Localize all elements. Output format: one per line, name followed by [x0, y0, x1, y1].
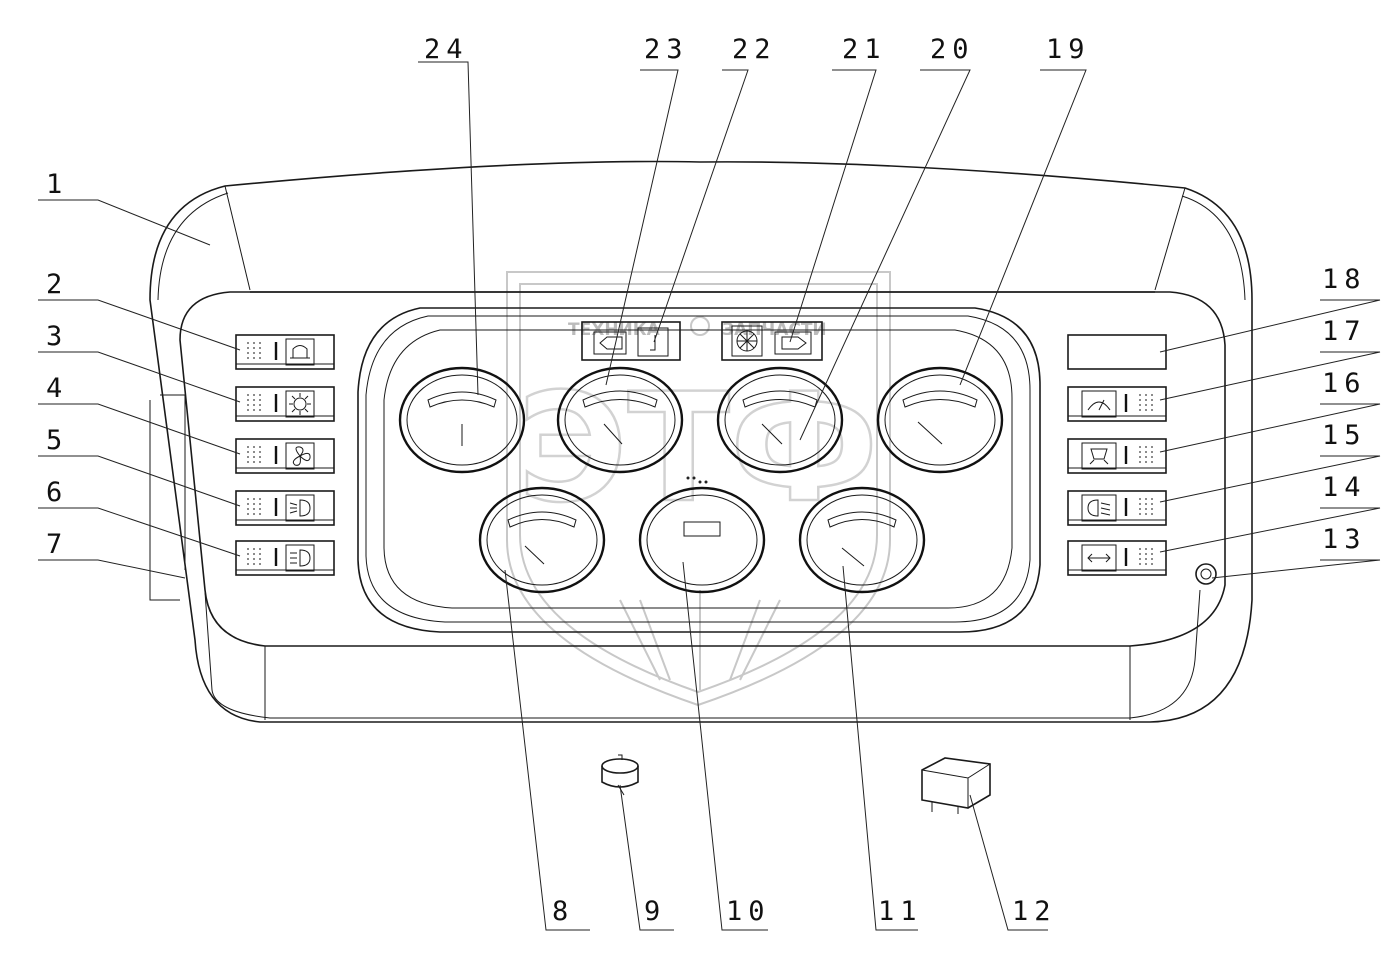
callout-7: 7 — [46, 529, 68, 560]
callout-4: 4 — [46, 373, 68, 404]
callout-11: 11 — [878, 896, 923, 927]
relay-12 — [921, 757, 991, 814]
callout-15: 15 — [1322, 420, 1367, 451]
callout-5: 5 — [46, 425, 68, 456]
callout-1: 1 — [46, 169, 68, 200]
callout-22: 22 — [732, 34, 777, 65]
callout-16: 16 — [1322, 368, 1367, 399]
cab-light-icon — [1081, 442, 1117, 470]
key-switch-13[interactable] — [1195, 563, 1217, 585]
fog-light-icon — [285, 494, 315, 522]
gauge-icon — [1081, 390, 1117, 418]
watermark-logo: ЭТФ — [517, 362, 878, 536]
callout-2: 2 — [46, 269, 68, 300]
turn-left-icon — [593, 331, 627, 355]
callout-10: 10 — [726, 896, 771, 927]
switch-18-blank[interactable] — [1067, 334, 1167, 370]
callout-labels: 1 2 3 4 5 6 7 8 9 10 11 12 13 14 15 16 1… — [46, 34, 1367, 927]
switch-17[interactable] — [1067, 386, 1167, 422]
gauge-10 — [638, 476, 766, 594]
callout-12: 12 — [1012, 896, 1057, 927]
switch-3[interactable] — [235, 386, 335, 422]
signal-icon — [637, 327, 669, 357]
callout-18: 18 — [1322, 264, 1367, 295]
gauge-24 — [398, 366, 526, 474]
callout-13: 13 — [1322, 524, 1367, 555]
panel-housing — [149, 160, 1253, 723]
switch-6[interactable] — [235, 540, 335, 576]
switch-2[interactable] — [235, 334, 335, 370]
gauge-window — [357, 307, 1041, 633]
switch-4[interactable] — [235, 438, 335, 474]
switch-14[interactable] — [1067, 540, 1167, 576]
buzzer-9 — [601, 754, 639, 796]
beacon-icon — [285, 338, 315, 366]
switch-5[interactable] — [235, 490, 335, 526]
callout-6: 6 — [46, 477, 68, 508]
callout-14: 14 — [1322, 472, 1367, 503]
gauge-8 — [478, 486, 606, 594]
callout-8: 8 — [552, 896, 574, 927]
callout-24: 24 — [424, 34, 469, 65]
callout-20: 20 — [930, 34, 975, 65]
horn-icon — [1081, 544, 1117, 572]
callout-3: 3 — [46, 321, 68, 352]
callout-19: 19 — [1046, 34, 1091, 65]
low-beam-icon — [1081, 494, 1117, 522]
grid-icon — [731, 325, 763, 357]
callout-17: 17 — [1322, 316, 1367, 347]
gauge-11 — [798, 486, 926, 594]
leader-lines — [38, 61, 1381, 931]
callout-21: 21 — [842, 34, 887, 65]
switch-15[interactable] — [1067, 490, 1167, 526]
callout-23: 23 — [644, 34, 689, 65]
callout-9: 9 — [644, 896, 666, 927]
indicator-block-left — [581, 321, 681, 361]
gauge-19 — [876, 366, 1004, 474]
headlight-icon — [285, 544, 315, 572]
work-light-icon — [285, 390, 315, 418]
gauge-22 — [556, 366, 684, 474]
fan-icon — [285, 442, 315, 470]
switch-16[interactable] — [1067, 438, 1167, 474]
